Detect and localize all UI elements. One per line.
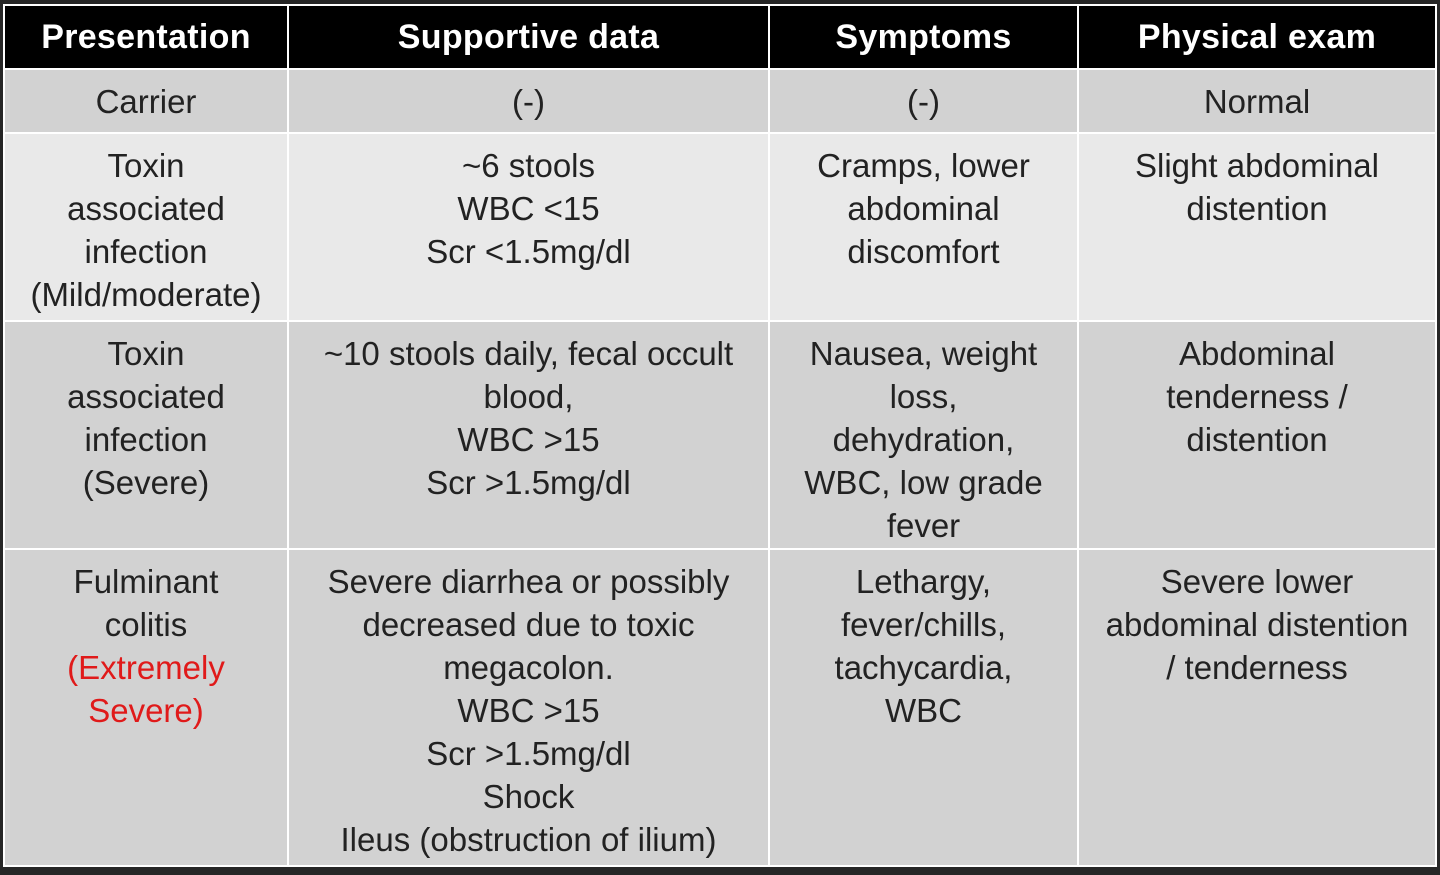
- cell-presentation: Carrier: [3, 68, 289, 134]
- header-presentation: Presentation: [3, 4, 289, 70]
- cell-line: Scr >1.5mg/dl: [426, 464, 631, 501]
- table-row-carrier: Carrier (-) (-) Normal: [3, 68, 1437, 134]
- cell-supportive-data: (-): [287, 68, 770, 134]
- cell-line: (Severe): [82, 464, 210, 501]
- cell-symptoms: Lethargy, fever/chills, tachycardia, WBC: [768, 548, 1079, 867]
- table-row-fulminant: Fulminant colitis (Extremely Severe) Sev…: [3, 548, 1437, 867]
- cell-line: (-): [907, 82, 940, 120]
- cell-physical-exam: Normal: [1077, 68, 1437, 134]
- cell-symptoms: Cramps, lower abdominal discomfort: [768, 132, 1079, 322]
- cell-line: (-): [512, 82, 545, 120]
- cell-line: associated: [67, 378, 225, 415]
- cell-line: distention: [1186, 421, 1328, 458]
- header-row: Presentation Supportive data Symptoms Ph…: [3, 4, 1437, 70]
- cell-line: Toxin: [107, 147, 185, 184]
- cell-line: Normal: [1203, 82, 1311, 120]
- cell-line: fever: [886, 507, 961, 544]
- cell-presentation: Toxin associated infection (Severe): [3, 320, 289, 550]
- cell-line: ~6 stools: [462, 147, 595, 184]
- cell-line: Cramps, lower: [817, 147, 1030, 184]
- cell-supportive-data: ~10 stools daily, fecal occult blood, WB…: [287, 320, 770, 550]
- cell-line: abdominal: [847, 190, 1000, 227]
- cell-line: tachycardia,: [834, 649, 1013, 686]
- cell-line: / tenderness: [1166, 649, 1348, 686]
- header-supportive-data: Supportive data: [287, 4, 770, 70]
- cell-line: (Mild/moderate): [30, 276, 262, 313]
- cell-symptoms: (-): [768, 68, 1079, 134]
- cell-line: Slight abdominal: [1135, 147, 1379, 184]
- cell-physical-exam: Abdominal tenderness / distention: [1077, 320, 1437, 550]
- cell-line: blood,: [483, 378, 574, 415]
- cell-line: Scr >1.5mg/dl: [426, 735, 631, 772]
- header-physical-exam: Physical exam: [1077, 4, 1437, 70]
- cell-line: WBC: [885, 692, 962, 729]
- severity-highlight: Severe): [88, 692, 204, 729]
- cell-line: decreased due to toxic: [362, 606, 695, 643]
- cell-line: tenderness /: [1166, 378, 1348, 415]
- cell-line: Abdominal: [1179, 335, 1335, 372]
- cell-line: WBC <15: [457, 190, 600, 227]
- cell-line: loss,: [889, 378, 958, 415]
- cell-line: Severe diarrhea or possibly: [327, 563, 730, 600]
- cell-line: Fulminant: [73, 563, 219, 600]
- cell-line: colitis: [104, 606, 188, 643]
- cell-line: Carrier: [95, 82, 197, 120]
- cell-line: WBC, low grade: [804, 464, 1043, 501]
- cell-line: discomfort: [847, 233, 1000, 270]
- table-row-mild-moderate: Toxin associated infection (Mild/moderat…: [3, 132, 1437, 322]
- table-row-severe: Toxin associated infection (Severe) ~10 …: [3, 320, 1437, 550]
- cell-supportive-data: ~6 stools WBC <15 Scr <1.5mg/dl: [287, 132, 770, 322]
- cell-line: dehydration,: [832, 421, 1015, 458]
- cell-presentation: Toxin associated infection (Mild/moderat…: [3, 132, 289, 322]
- cell-line: Ileus (obstruction of ilium): [340, 821, 717, 858]
- cell-line: Toxin: [107, 335, 185, 372]
- cell-line: infection: [84, 233, 208, 270]
- cell-line: Shock: [482, 778, 575, 815]
- cell-line: ~10 stools daily, fecal occult: [323, 335, 734, 372]
- severity-highlight: (Extremely: [67, 649, 225, 686]
- cell-line: distention: [1186, 190, 1328, 227]
- cell-line: WBC >15: [457, 421, 600, 458]
- cell-line: megacolon.: [443, 649, 614, 686]
- cell-line: WBC >15: [457, 692, 600, 729]
- cell-presentation: Fulminant colitis (Extremely Severe): [3, 548, 289, 867]
- header-symptoms: Symptoms: [768, 4, 1079, 70]
- cell-line: Lethargy,: [855, 563, 992, 600]
- cell-physical-exam: Slight abdominal distention: [1077, 132, 1437, 322]
- cell-line: Nausea, weight: [809, 335, 1038, 372]
- cell-symptoms: Nausea, weight loss, dehydration, WBC, l…: [768, 320, 1079, 550]
- cdi-severity-table: Presentation Supportive data Symptoms Ph…: [3, 4, 1437, 867]
- cell-line: fever/chills,: [840, 606, 1007, 643]
- cell-line: Scr <1.5mg/dl: [426, 233, 631, 270]
- cell-line: abdominal distention: [1105, 606, 1409, 643]
- cell-physical-exam: Severe lower abdominal distention / tend…: [1077, 548, 1437, 867]
- cell-line: infection: [84, 421, 208, 458]
- cell-supportive-data: Severe diarrhea or possibly decreased du…: [287, 548, 770, 867]
- cell-line: associated: [67, 190, 225, 227]
- cell-line: Severe lower: [1160, 563, 1354, 600]
